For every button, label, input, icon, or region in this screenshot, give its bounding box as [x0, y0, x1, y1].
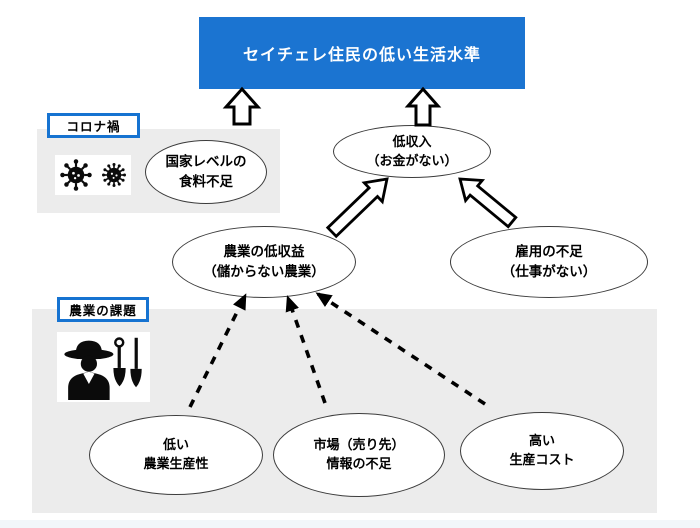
virus-icons-patch: [55, 155, 131, 195]
agriculture-section-label-box: 農業の課題: [57, 297, 149, 322]
node-low-farm-profit: 農業の低収益 （儲からない農業）: [172, 226, 356, 298]
corona-section-label-box: コロナ禍: [47, 113, 140, 138]
virus-icon: [101, 163, 126, 187]
node-low-productivity-line1: 低い: [162, 437, 189, 453]
node-market-info-line2: 情報の不足: [326, 456, 392, 471]
corona-section-label: コロナ禍: [66, 120, 121, 134]
block-arrow-employment-to-low-income: [458, 177, 518, 229]
node-employment-shortage-line1: 雇用の不足: [515, 244, 583, 260]
agriculture-section-label: 農業の課題: [69, 304, 137, 318]
page-bottom-edge: [0, 520, 700, 528]
block-arrow-farm-profit-to-low-income: [325, 177, 389, 239]
node-food-shortage: 国家レベルの 食料不足: [145, 140, 267, 204]
node-low-productivity: 低い 農業生産性: [89, 415, 263, 495]
node-low-income-line1: 低収入: [392, 133, 432, 149]
node-high-cost-line2: 生産コスト: [509, 452, 575, 467]
virus-icon: [59, 159, 92, 191]
node-market-info-shortage: 市場（売り先） 情報の不足: [273, 413, 445, 497]
block-arrow-low-income-to-root: [404, 86, 442, 127]
node-low-farm-profit-line2: （儲からない農業）: [203, 264, 325, 279]
node-food-shortage-line1: 国家レベルの: [165, 154, 247, 170]
node-food-shortage-line2: 食料不足: [179, 174, 233, 189]
node-high-cost-line1: 高い: [528, 433, 555, 449]
node-employment-shortage-line2: （仕事がない）: [501, 264, 597, 279]
node-low-farm-profit-line1: 農業の低収益: [223, 244, 305, 260]
farmer-with-tools-icon: [64, 337, 142, 400]
node-low-productivity-line2: 農業生産性: [143, 456, 209, 471]
node-low-income-line2: （お金がない）: [366, 152, 458, 168]
root-problem-label: セイチェレ住民の低い生活水準: [242, 47, 481, 64]
farmer-icon-patch: [57, 332, 150, 402]
node-high-production-cost: 高い 生産コスト: [460, 412, 624, 490]
block-arrow-corona-to-root: [222, 86, 262, 126]
node-market-info-line1: 市場（売り先）: [313, 437, 405, 453]
root-problem-box: セイチェレ住民の低い生活水準: [199, 17, 525, 89]
node-low-income: 低収入 （お金がない）: [333, 125, 491, 178]
node-employment-shortage: 雇用の不足 （仕事がない）: [450, 226, 648, 298]
